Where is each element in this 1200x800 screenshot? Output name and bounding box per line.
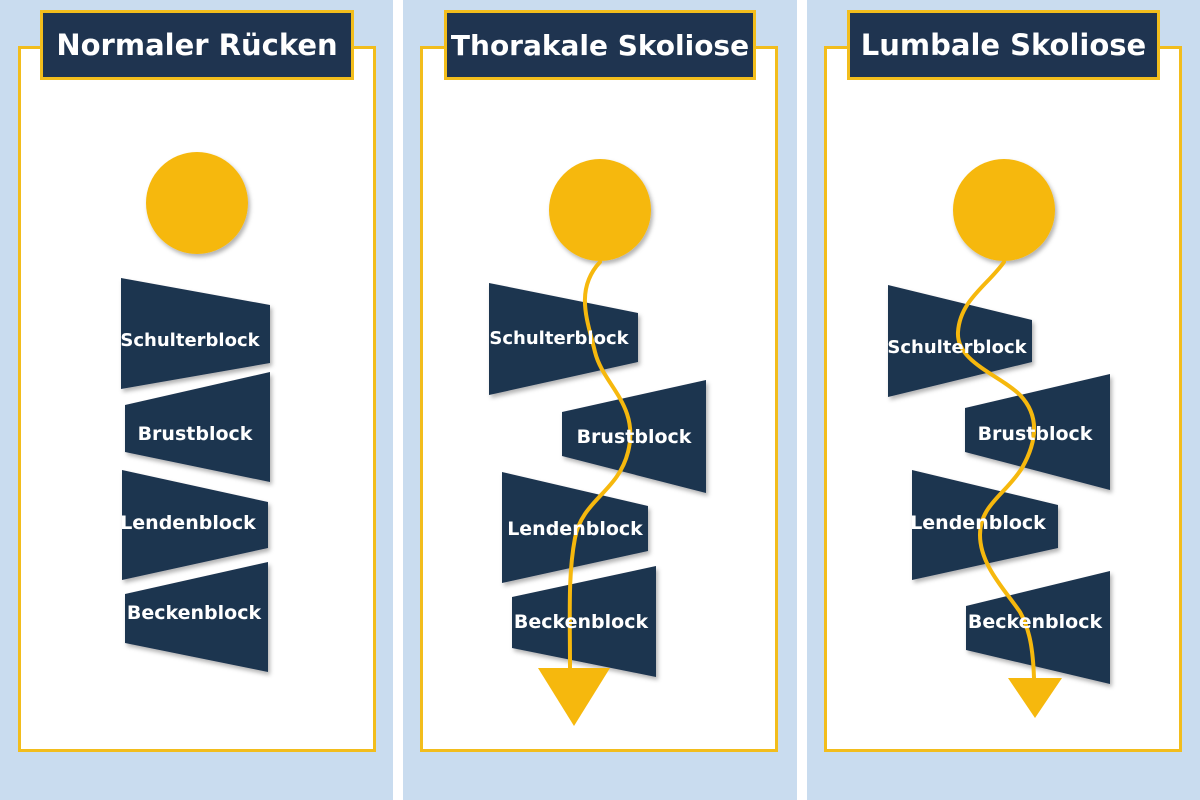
panel-title-thoracic: Thorakale Skoliose bbox=[444, 10, 756, 80]
spine-curve bbox=[567, 260, 633, 670]
lumbar-block-label: Lendenblock bbox=[910, 512, 1046, 534]
direction-arrow-icon bbox=[1008, 678, 1062, 718]
shoulder-block-label: Schulterblock bbox=[120, 330, 260, 351]
shoulder-block bbox=[121, 278, 270, 389]
chest-block-label: Brustblock bbox=[138, 423, 253, 445]
head-circle bbox=[953, 159, 1055, 261]
pelvis-block bbox=[966, 571, 1110, 684]
chest-block-label: Brustblock bbox=[577, 426, 692, 448]
lumbar-block bbox=[912, 470, 1058, 580]
head-circle bbox=[549, 159, 651, 261]
chest-block bbox=[125, 372, 270, 482]
lumbar-block-label: Lendenblock bbox=[507, 518, 643, 540]
chest-block bbox=[562, 380, 706, 493]
pelvis-block bbox=[512, 566, 656, 677]
panel-lumbar-diagram: Schulterblock Brustblock Lendenblock Bec… bbox=[887, 159, 1110, 718]
spine-curve bbox=[955, 260, 1037, 680]
panel-normal-diagram: Schulterblock Brustblock Lendenblock Bec… bbox=[120, 152, 270, 672]
pelvis-block-label: Beckenblock bbox=[968, 611, 1103, 633]
shoulder-block-label: Schulterblock bbox=[887, 337, 1027, 358]
panel-thoracic-diagram: Schulterblock Brustblock Lendenblock Bec… bbox=[489, 159, 706, 726]
chest-block bbox=[965, 374, 1110, 490]
pelvis-block-label: Beckenblock bbox=[514, 611, 649, 633]
lumbar-block bbox=[122, 470, 268, 580]
direction-arrow-icon bbox=[538, 668, 610, 726]
chest-block-label: Brustblock bbox=[978, 423, 1093, 445]
lumbar-block-label: Lendenblock bbox=[120, 512, 256, 534]
panel-title-normal: Normaler Rücken bbox=[40, 10, 354, 80]
lumbar-block bbox=[502, 472, 648, 583]
shoulder-block-label: Schulterblock bbox=[489, 328, 629, 349]
pelvis-block bbox=[125, 562, 268, 672]
head-circle bbox=[146, 152, 248, 254]
pelvis-block-label: Beckenblock bbox=[127, 602, 262, 624]
panel-title-lumbar: Lumbale Skoliose bbox=[847, 10, 1160, 80]
